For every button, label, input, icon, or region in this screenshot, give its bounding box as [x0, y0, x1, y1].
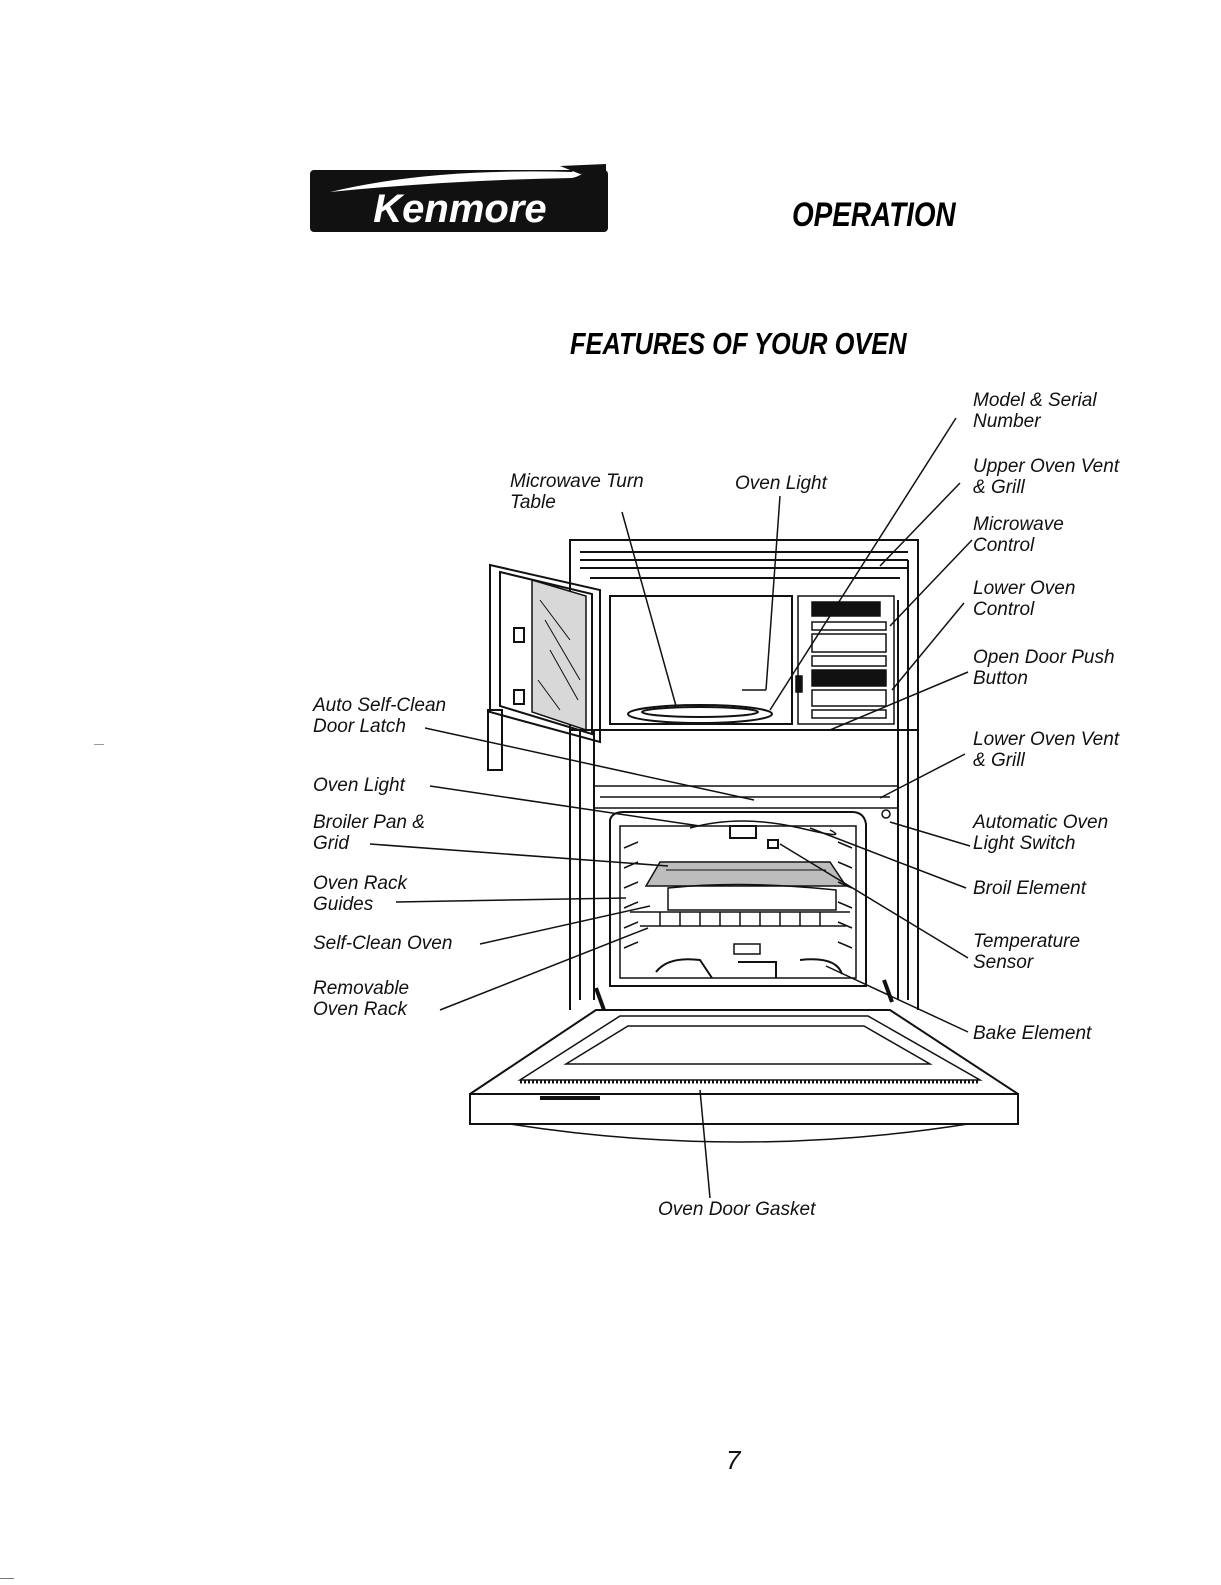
- kenmore-logo-swoosh-icon: [330, 166, 588, 192]
- label-microwave-turn-table: Microwave Turn Table: [510, 471, 644, 513]
- label-broiler-pan-grid: Broiler Pan & Grid: [313, 812, 425, 854]
- label-oven-light-top: Oven Light: [735, 473, 827, 494]
- label-oven-light-left: Oven Light: [313, 775, 405, 796]
- label-automatic-oven-light-switch: Automatic Oven Light Switch: [973, 812, 1109, 854]
- microwave-cavity: [609, 595, 793, 725]
- lower-oven-vent: [593, 785, 899, 819]
- label-lower-oven-vent-grill: Lower Oven Vent & Grill: [973, 729, 1120, 771]
- label-microwave-control: Microwave Control: [973, 514, 1064, 556]
- leader-lines: [369, 417, 973, 1199]
- label-upper-oven-vent-grill: Upper Oven Vent & Grill: [973, 456, 1120, 498]
- page-number: 7: [726, 1445, 741, 1475]
- margin-mark: [94, 744, 104, 745]
- broil-element: [689, 820, 837, 836]
- label-lower-oven-control: Lower Oven Control: [973, 578, 1076, 620]
- microwave-door: [487, 563, 601, 771]
- edge-mark: [0, 1578, 14, 1579]
- logo-text: Kenmore: [373, 187, 546, 231]
- label-self-clean-oven: Self-Clean Oven: [313, 933, 453, 954]
- page-title: FEATURES OF YOUR OVEN: [570, 326, 907, 361]
- label-open-door-push-button: Open Door Push Button: [973, 647, 1115, 689]
- microwave-turn-table: [627, 704, 773, 724]
- label-temperature-sensor: Temperature Sensor: [973, 931, 1081, 973]
- label-oven-door-gasket: Oven Door Gasket: [658, 1199, 816, 1220]
- kenmore-logo: Kenmore: [310, 164, 608, 232]
- label-bake-element: Bake Element: [973, 1023, 1092, 1044]
- label-auto-self-clean-door-latch: Auto Self-Clean Door Latch: [313, 695, 447, 737]
- lower-oven-cavity: [594, 811, 894, 1011]
- label-broil-element: Broil Element: [973, 878, 1086, 899]
- bake-element: [655, 958, 843, 979]
- rack-guides: [623, 841, 853, 949]
- oven-rack: [630, 883, 850, 927]
- oven-cabinet: [569, 539, 919, 1010]
- label-oven-rack-guides: Oven Rack Guides: [313, 873, 407, 915]
- label-model-serial-number: Model & Serial Number: [973, 390, 1097, 432]
- section-title: OPERATION: [792, 196, 956, 234]
- label-removable-oven-rack: Removable Oven Rack: [313, 978, 410, 1020]
- control-panels: [795, 595, 895, 725]
- oven-door: [469, 1009, 1019, 1143]
